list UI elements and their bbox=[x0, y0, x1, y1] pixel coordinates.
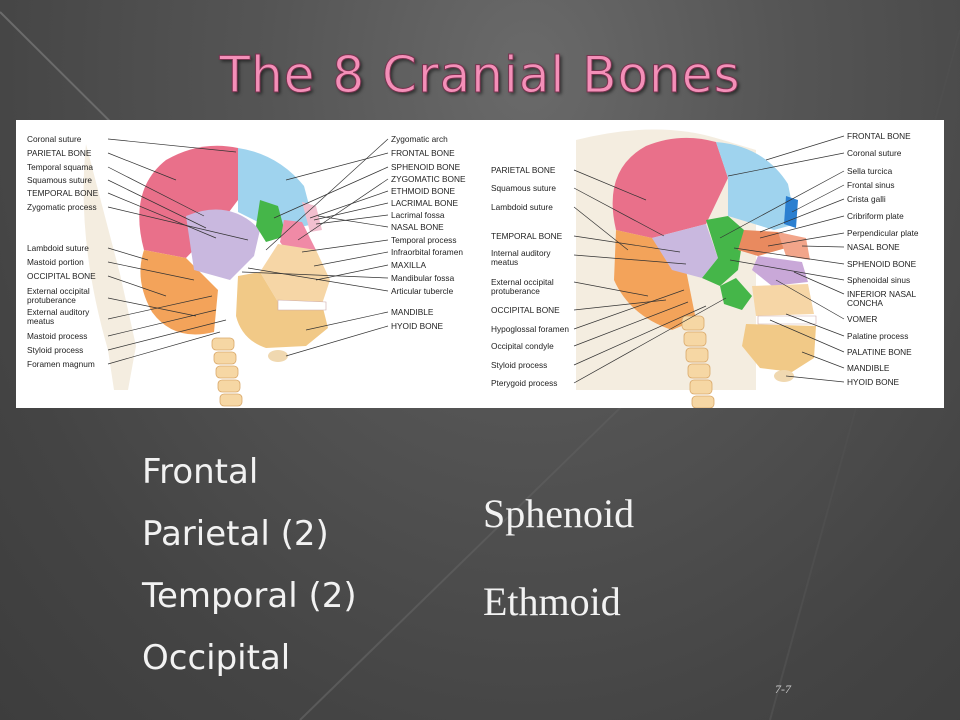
list-item-frontal: Frontal bbox=[142, 452, 259, 492]
figure-label: Lambdoid suture bbox=[491, 202, 553, 212]
figure-label: MAXILLA bbox=[391, 260, 427, 270]
figure-label: Coronal suture bbox=[27, 134, 82, 144]
figure-label: Mandibular fossa bbox=[391, 273, 455, 283]
figure-label: Occipital condyle bbox=[491, 341, 554, 351]
figure-label: MANDIBLE bbox=[847, 363, 890, 373]
figure-label: Frontal sinus bbox=[847, 180, 895, 190]
figure-label: ZYGOMATIC BONE bbox=[391, 174, 466, 184]
figure-label: Temporal process bbox=[391, 235, 456, 245]
figure-label: Crista galli bbox=[847, 194, 886, 204]
figure-label: TEMPORAL BONE bbox=[491, 231, 563, 241]
figure-label: Lacrimal fossa bbox=[391, 210, 445, 220]
figure-label: HYOID BONE bbox=[847, 377, 900, 387]
figure-label: Coronal suture bbox=[847, 148, 902, 158]
figure-label: Sella turcica bbox=[847, 166, 893, 176]
ethmoid-label: Ethmoid bbox=[483, 579, 621, 624]
figure-label: External occipital bbox=[27, 286, 90, 296]
figure-label: Lambdoid suture bbox=[27, 243, 89, 253]
figure-label: OCCIPITAL BONE bbox=[27, 271, 96, 281]
figure-label: Squamous suture bbox=[27, 175, 92, 185]
figure-label: Sphenoidal sinus bbox=[847, 275, 910, 285]
figure-label: Styloid process bbox=[491, 360, 547, 370]
figure-label: ETHMOID BONE bbox=[391, 186, 456, 196]
cranial-bones-list: Frontal Parietal (2) Temporal (2) Occipi… bbox=[142, 446, 357, 694]
list-item-temporal: Temporal (2) bbox=[142, 576, 357, 616]
list-item-occipital: Occipital bbox=[142, 638, 291, 678]
sagittal-skull-drawing bbox=[573, 129, 845, 408]
figure-label: Cribriform plate bbox=[847, 211, 904, 221]
figure-label: TEMPORAL BONE bbox=[27, 188, 99, 198]
figure-label: protuberance bbox=[491, 286, 540, 296]
figure-label: Squamous suture bbox=[491, 183, 556, 193]
figure-label: CONCHA bbox=[847, 298, 883, 308]
figure-label: FRONTAL BONE bbox=[391, 148, 455, 158]
figure-label: Mastoid portion bbox=[27, 257, 84, 267]
figure-label: Hypoglossal foramen bbox=[491, 324, 569, 334]
slide-title: The 8 Cranial Bones bbox=[219, 46, 741, 105]
figure-label: SPHENOID BONE bbox=[391, 162, 461, 172]
figure-label: Zygomatic process bbox=[27, 202, 97, 212]
lateral-skull-drawing bbox=[83, 138, 389, 407]
figure-label: SPHENOID BONE bbox=[847, 259, 917, 269]
figure-label: Pterygoid process bbox=[491, 378, 557, 388]
figure-label: VOMER bbox=[847, 314, 877, 324]
figure-label: PARIETAL BONE bbox=[27, 148, 92, 158]
figure-label: LACRIMAL BONE bbox=[391, 198, 458, 208]
figure-label: OCCIPITAL BONE bbox=[491, 305, 560, 315]
figure-label: Styloid process bbox=[27, 345, 83, 355]
figure-label: Temporal squama bbox=[27, 162, 93, 172]
figure-label: meatus bbox=[27, 316, 54, 326]
figure-label: Foramen magnum bbox=[27, 359, 95, 369]
figure-label: INFERIOR NASAL bbox=[847, 289, 917, 299]
figure-label: Mastoid process bbox=[27, 331, 87, 341]
figure-label: meatus bbox=[491, 257, 518, 267]
figure-label: NASAL BONE bbox=[847, 242, 900, 252]
figure-label: Articular tubercle bbox=[391, 286, 454, 296]
figure-label: Internal auditory bbox=[491, 248, 551, 258]
figure-label: External auditory bbox=[27, 307, 90, 317]
page-number: 7-7 bbox=[775, 682, 791, 696]
figure-label: PARIETAL BONE bbox=[491, 165, 556, 175]
figure-label: Zygomatic arch bbox=[391, 134, 448, 144]
figure-label: HYOID BONE bbox=[391, 321, 444, 331]
list-item-parietal: Parietal (2) bbox=[142, 514, 329, 554]
figure-label: FRONTAL BONE bbox=[847, 131, 911, 141]
figure-label: protuberance bbox=[27, 295, 76, 305]
figure-label: Perpendicular plate bbox=[847, 228, 919, 238]
figure-label: Infraorbital foramen bbox=[391, 247, 463, 257]
figure-label: Palatine process bbox=[847, 331, 908, 341]
figure-label: PALATINE BONE bbox=[847, 347, 912, 357]
figure-label: External occipital bbox=[491, 277, 554, 287]
figure-label: MANDIBLE bbox=[391, 307, 434, 317]
figure-label: NASAL BONE bbox=[391, 222, 444, 232]
sphenoid-label: Sphenoid bbox=[483, 491, 635, 536]
